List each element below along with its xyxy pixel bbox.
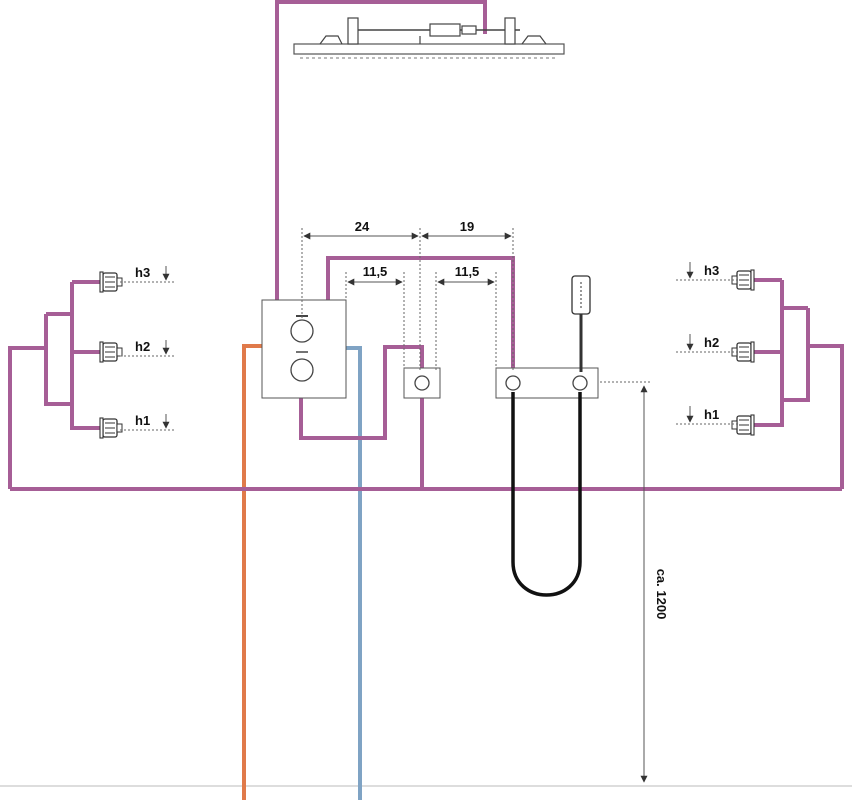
jet-label-right-h2: h2: [704, 335, 719, 350]
rain-shower-head: [293, 17, 565, 59]
cold-supply-pipe: [346, 346, 362, 800]
hand-shower: [571, 275, 591, 372]
dim-label-24: 24: [355, 219, 370, 234]
jet-label-left-h3: h3: [135, 265, 150, 280]
jet-label-right-h1: h1: [704, 407, 719, 422]
dim-label-11-5-right: 11,5: [455, 264, 480, 279]
body-jets-left: [99, 271, 123, 439]
jet-label-left-h2: h2: [135, 339, 150, 354]
shower-hose: [511, 392, 582, 597]
dim-label-height: ca. 1200: [654, 569, 669, 620]
dim-label-19: 19: [460, 219, 474, 234]
thermostat-mixer: [261, 299, 347, 399]
dimension-lines: [301, 228, 652, 783]
mixed-water-pipes: [8, 0, 844, 491]
jet-label-right-h3: h3: [704, 263, 719, 278]
body-jets-right: [731, 269, 755, 436]
dim-label-11-5-left: 11,5: [363, 264, 388, 279]
jet-height-lines: [120, 262, 738, 431]
hot-supply-pipe: [242, 344, 262, 800]
jet-label-left-h1: h1: [135, 413, 150, 428]
shutoff-valve: [403, 367, 441, 399]
